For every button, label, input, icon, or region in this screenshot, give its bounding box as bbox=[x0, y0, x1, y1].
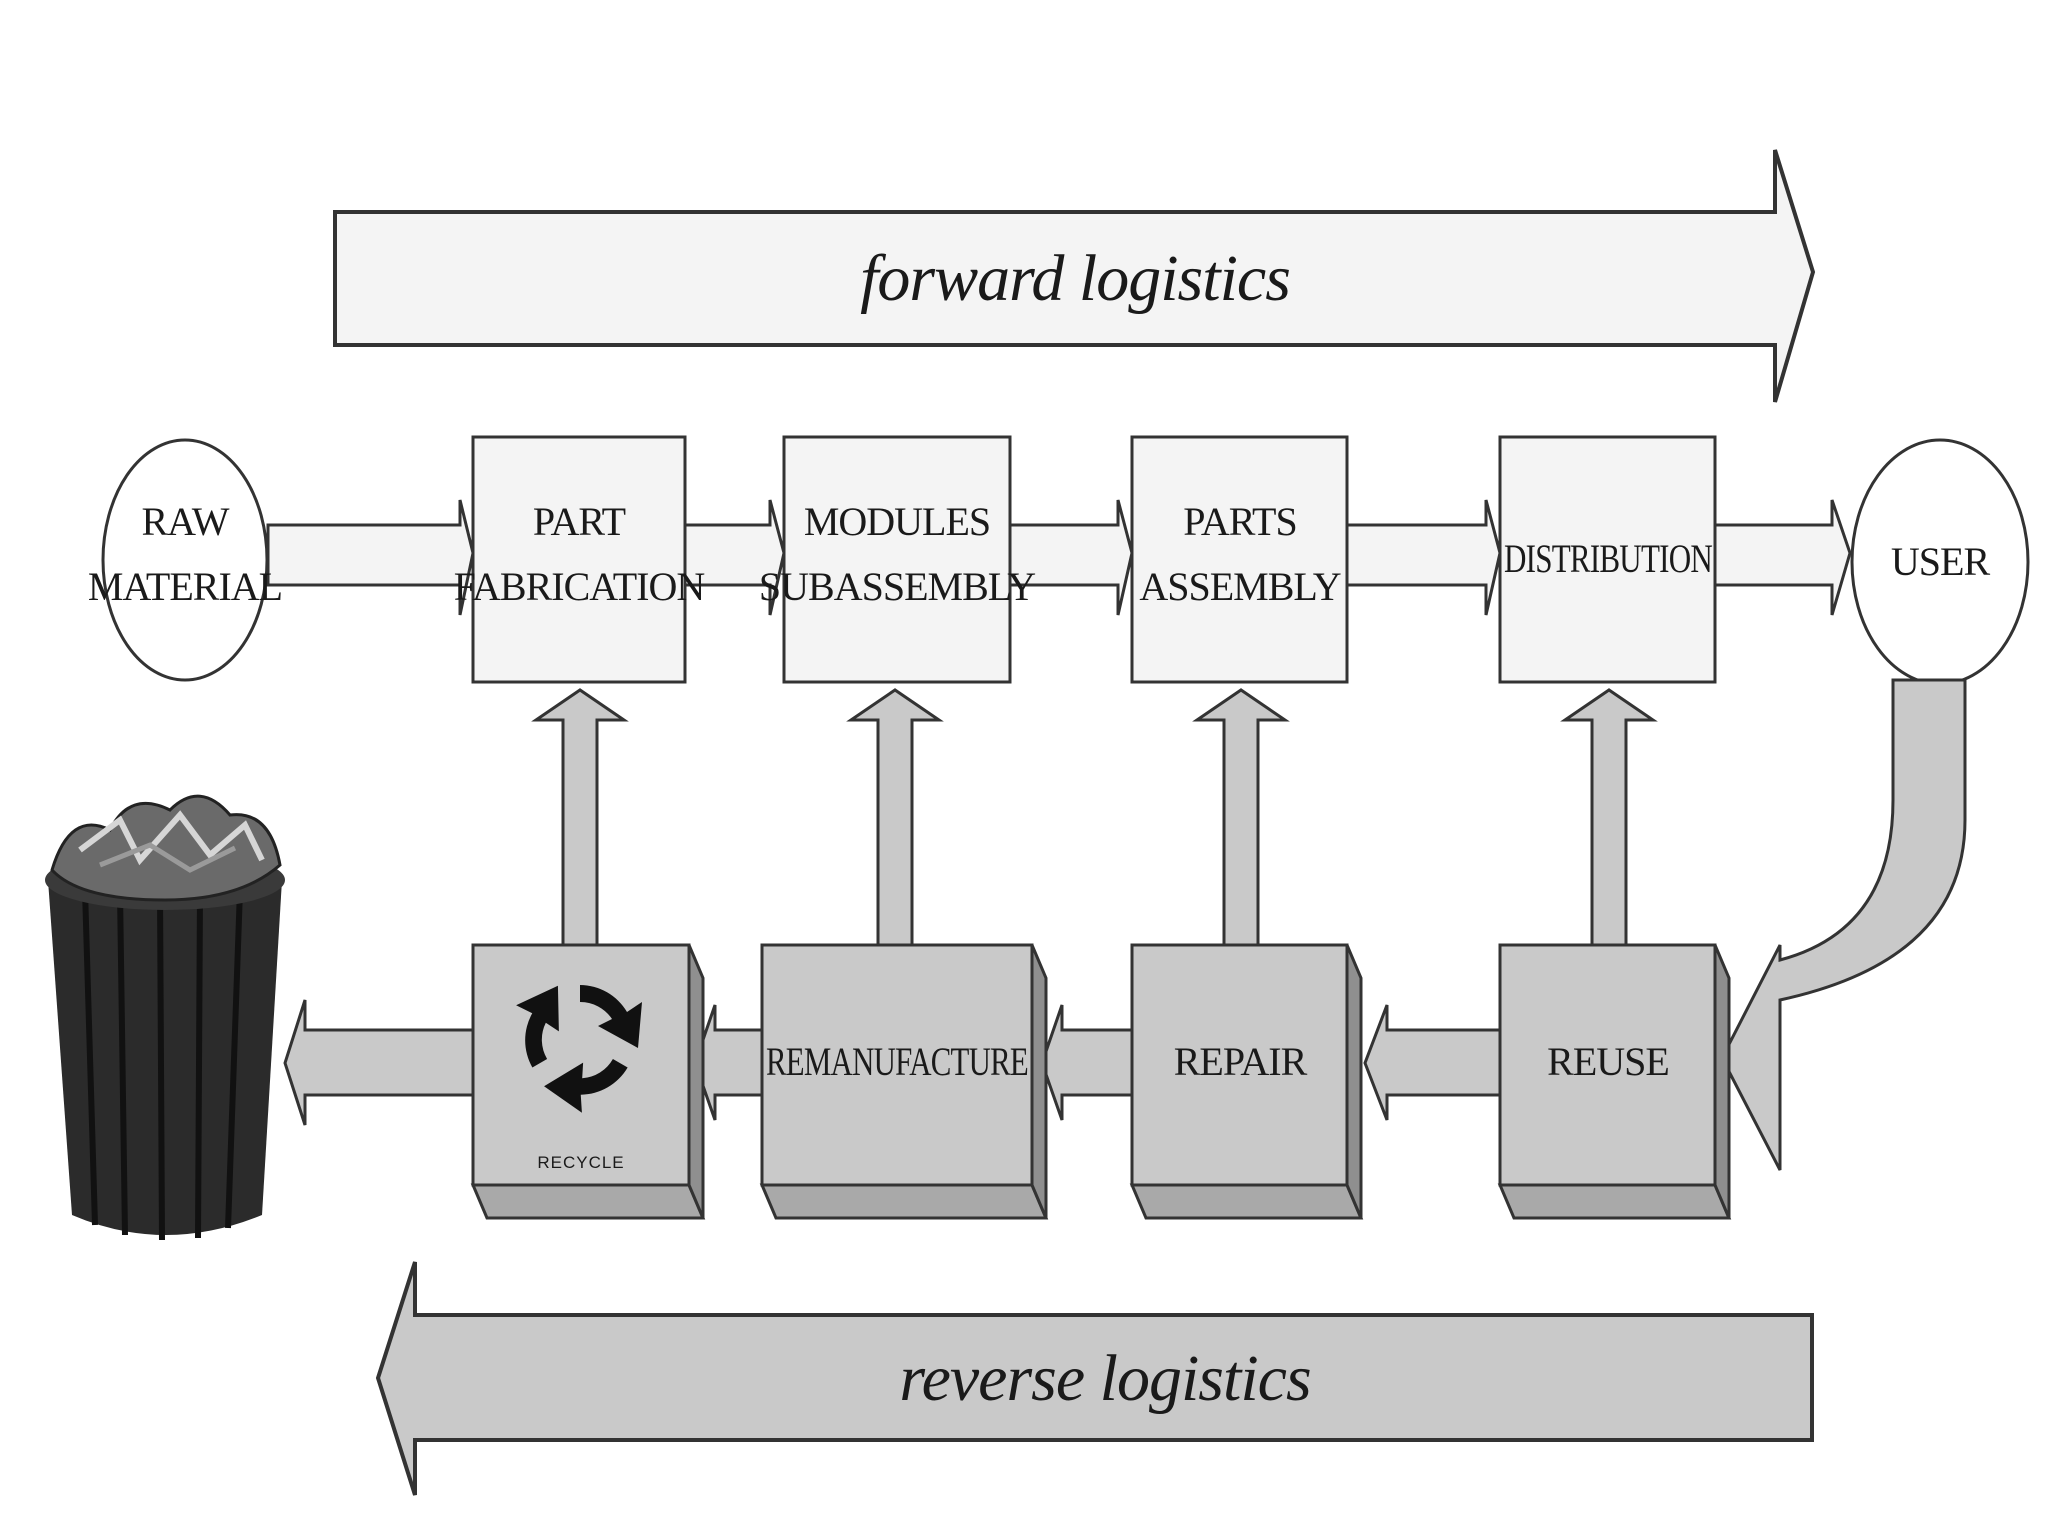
arrow-raw-to-fabrication bbox=[266, 499, 475, 616]
arrow-modules-to-assembly bbox=[1008, 499, 1134, 616]
distribution-label: DISTRIBUTION bbox=[1504, 536, 1712, 581]
arrow-reuse-to-repair bbox=[1363, 1004, 1502, 1121]
reverse-logistics-arrow: reverse logistics bbox=[375, 1261, 1814, 1496]
arrow-user-to-reuse bbox=[1720, 678, 1967, 1171]
arrow-recycle-to-fabrication bbox=[531, 688, 629, 947]
arrow-remanufacture-to-modules bbox=[846, 688, 944, 947]
arrow-distribution-to-user bbox=[1713, 499, 1852, 616]
part-fabrication-line2: FABRICATION bbox=[454, 564, 705, 609]
parts-assembly-line2: ASSEMBLY bbox=[1139, 564, 1340, 609]
node-user: USER bbox=[1850, 438, 2030, 686]
node-raw-material: RAW MATERIAL bbox=[88, 438, 283, 682]
node-part-fabrication: PART FABRICATION bbox=[454, 435, 705, 684]
raw-material-line1: RAW bbox=[141, 499, 229, 544]
user-label: USER bbox=[1891, 539, 1991, 584]
recycle-label: RECYCLE bbox=[537, 1153, 624, 1172]
node-recycle: RECYCLE bbox=[470, 943, 706, 1220]
node-modules-subassembly: MODULES SUBASSEMBLY bbox=[759, 435, 1036, 684]
node-remanufacture: REMANUFACTURE bbox=[759, 943, 1049, 1220]
reuse-label: REUSE bbox=[1547, 1039, 1669, 1084]
arrow-remanufacture-to-recycle bbox=[693, 1004, 764, 1121]
arrow-reverse-to-trash bbox=[283, 999, 475, 1126]
node-reuse: REUSE bbox=[1497, 943, 1732, 1220]
remanufacture-label: REMANUFACTURE bbox=[766, 1039, 1028, 1084]
reverse-logistics-label: reverse logistics bbox=[899, 1342, 1310, 1415]
arrow-fabrication-to-modules bbox=[683, 499, 786, 616]
arrow-repair-to-assembly bbox=[1192, 688, 1290, 947]
arrow-assembly-to-distribution bbox=[1345, 499, 1502, 616]
modules-subassembly-line1: MODULES bbox=[804, 499, 990, 544]
modules-subassembly-line2: SUBASSEMBLY bbox=[759, 564, 1035, 609]
parts-assembly-line1: PARTS bbox=[1183, 499, 1296, 544]
node-parts-assembly: PARTS ASSEMBLY bbox=[1130, 435, 1349, 684]
trash-bin-icon bbox=[45, 794, 285, 1241]
raw-material-line2: MATERIAL bbox=[88, 564, 282, 609]
node-distribution: DISTRIBUTION bbox=[1498, 435, 1717, 684]
part-fabrication-line1: PART bbox=[533, 499, 626, 544]
arrow-reuse-to-distribution bbox=[1560, 688, 1658, 947]
repair-label: REPAIR bbox=[1174, 1039, 1308, 1084]
forward-logistics-arrow: forward logistics bbox=[333, 149, 1816, 403]
forward-logistics-label: forward logistics bbox=[860, 242, 1290, 315]
node-repair: REPAIR bbox=[1129, 943, 1364, 1220]
arrow-repair-to-remanufacture bbox=[1040, 1004, 1134, 1121]
